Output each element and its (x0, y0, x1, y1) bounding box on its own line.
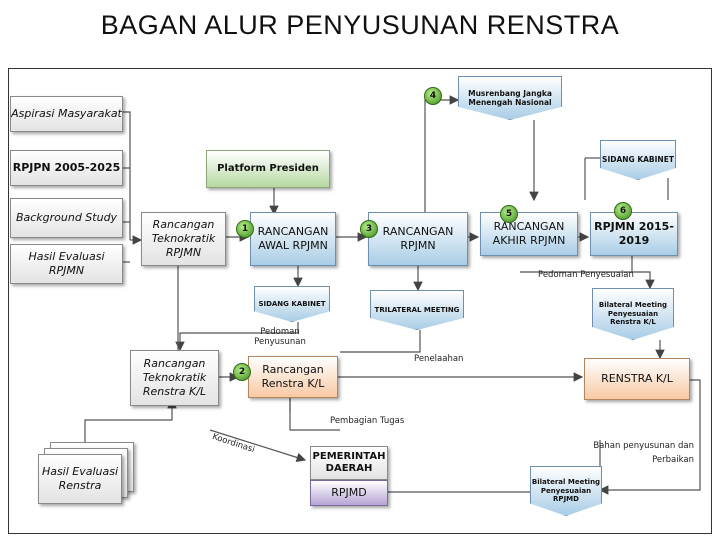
rancangan-awal-rpjmn-box: RANCANGAN AWAL RPJMN (250, 212, 336, 266)
step-5-badge: 5 (500, 205, 518, 223)
renstra-kl-box: RENSTRA K/L (584, 358, 690, 400)
aspirasi-masyarakat-box: Aspirasi Masyarakat (10, 96, 123, 132)
rancangan-teknokratik-renstra-box: Rancangan Teknokratik Renstra K/L (130, 350, 219, 406)
bracket-line (123, 111, 131, 240)
platform-presiden-box: Platform Presiden (206, 150, 330, 188)
bahan-penyusunan-label: Bahan penyusunan dan Perbaikan (593, 441, 694, 465)
rancangan-rpjmn-box: RANCANGAN RPJMN (368, 212, 468, 266)
step-2-badge: 2 (233, 363, 251, 381)
hasil-evaluasi-rpjmn-box: Hasil Evaluasi RPJMN (10, 244, 123, 284)
step-4-badge: 4 (424, 87, 442, 105)
step-3-badge: 3 (360, 220, 378, 238)
rancangan-akhir-rpjmn-box: RANCANGAN AKHIR RPJMN (480, 212, 578, 256)
hasil-evaluasi-renstra-box: Hasil Evaluasi Renstra (38, 454, 122, 504)
bilateral-meeting-bottom-box: Bilateral Meeting Penyesuaian RPJMD (530, 466, 602, 516)
pembagian-tugas-label: Pembagian Tugas (330, 416, 405, 426)
step-1-badge: 1 (236, 220, 254, 238)
background-study-box: Background Study (10, 198, 123, 238)
pedoman-penyusunan-label: Pedoman Penyusunan (254, 327, 306, 347)
rpjmd-box: RPJMD (310, 480, 388, 506)
rpjpn-box: RPJPN 2005-2025 (10, 150, 123, 186)
page-title: BAGAN ALUR PENYUSUNAN RENSTRA (100, 10, 620, 40)
rpjmn-final-box: RPJMN 2015-2019 (590, 212, 678, 256)
pedoman-penyesuaian-label: Pedoman Penyesuaian (538, 270, 634, 280)
step-6-badge: 6 (614, 202, 632, 220)
rancangan-renstra-box: Rancangan Renstra K/L (248, 356, 338, 398)
rancangan-teknokratik-rpjmn-box: Rancangan Teknokratik RPJMN (141, 212, 226, 266)
pemerintah-daerah-box: PEMERINTAH DAERAH (310, 446, 388, 480)
penelaahan-label: Penelaahan (414, 354, 464, 364)
diagram-frame (8, 68, 712, 534)
